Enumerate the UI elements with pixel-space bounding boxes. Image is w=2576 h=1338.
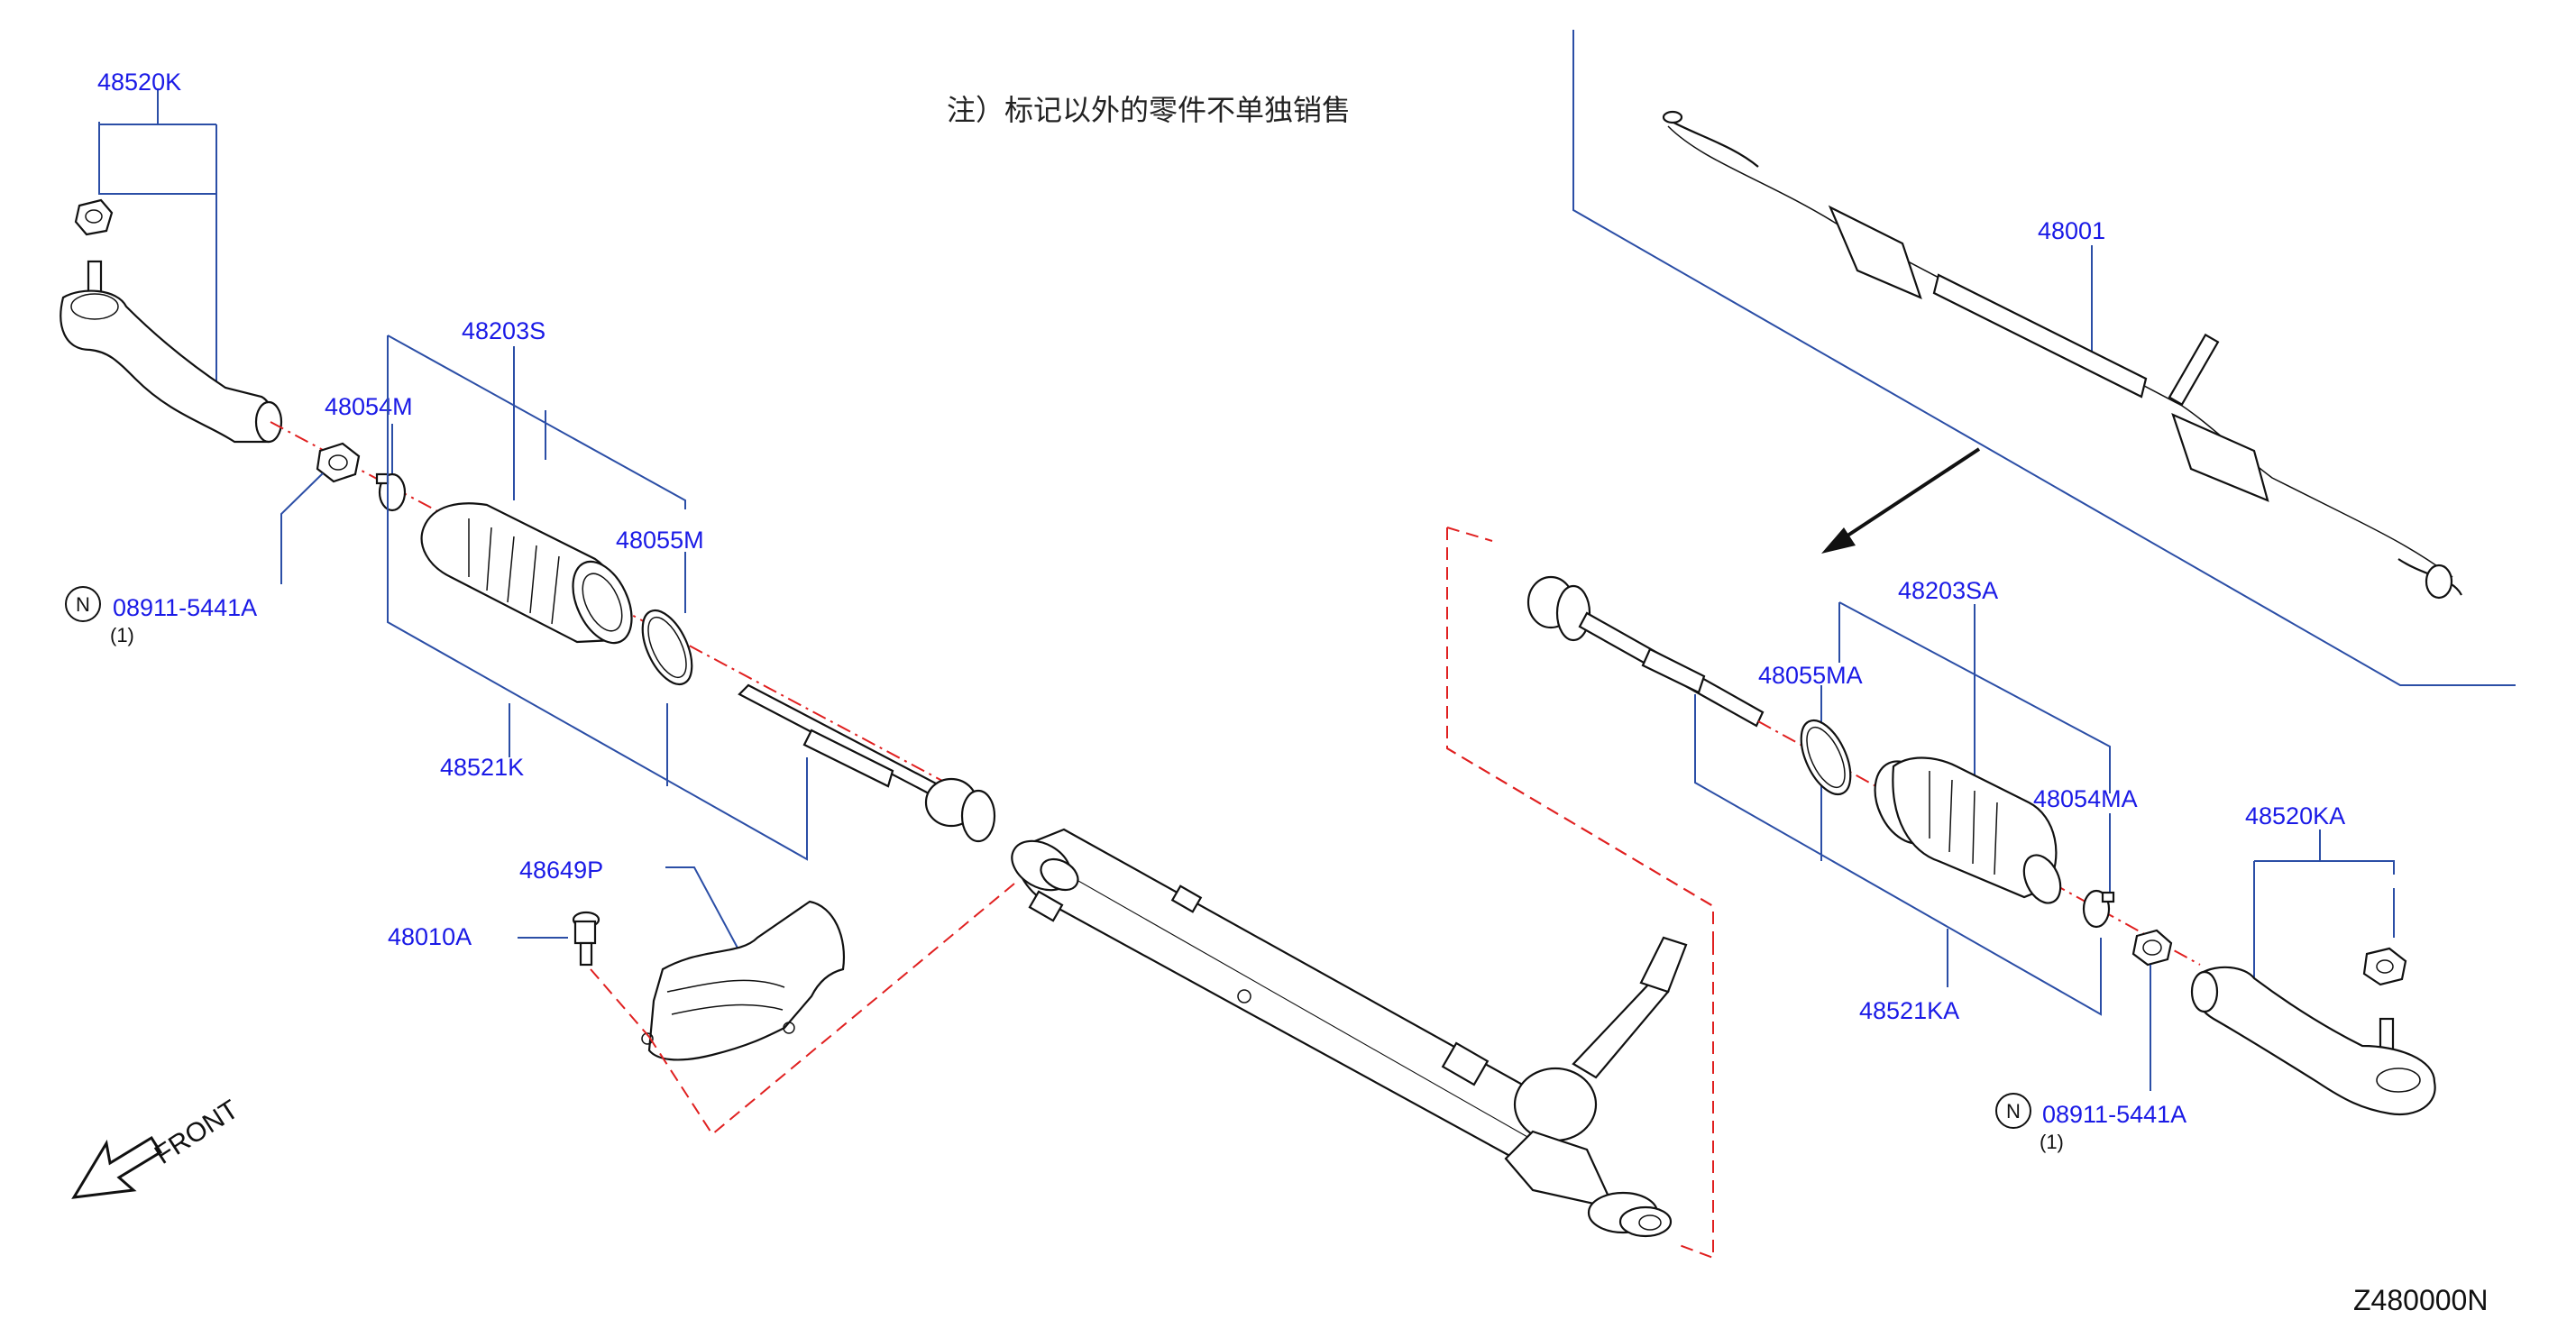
front-arrow-icon (71, 1135, 163, 1199)
lock-nut-right (2131, 929, 2173, 967)
insulator-group: 48649P (519, 857, 845, 1061)
part-label-48520K[interactable]: 48520K (97, 69, 181, 96)
nut-symbol-left-text: N (76, 593, 90, 616)
arrow-head-icon (1821, 527, 1856, 554)
part-label-08911-5441A-left[interactable]: 08911-5441A (113, 594, 257, 621)
nut-right-group: N 08911-5441A (1) (1995, 929, 2186, 1153)
large-clamp-left (641, 609, 693, 686)
small-clamp-left (375, 472, 407, 512)
nut-symbol-right-text: N (2006, 1100, 2021, 1123)
boot-clamp-inner-right-group: 48055MA (1758, 662, 1863, 796)
nut-left-group: N 08911-5441A (1) (65, 442, 361, 646)
part-label-48055MA[interactable]: 48055MA (1758, 662, 1863, 689)
lock-nut-left (316, 442, 361, 483)
boot-right (1874, 756, 2062, 904)
diagram-code: Z480000N (2353, 1284, 2488, 1316)
qty-label-right: (1) (2040, 1131, 2064, 1153)
boot-clamp-outer-right-group: 48054MA (2033, 785, 2138, 929)
part-label-48520KA[interactable]: 48520KA (2245, 802, 2345, 829)
part-label-48649P[interactable]: 48649P (519, 857, 603, 884)
boot-clamp-inner-left-group: 48055M (616, 527, 704, 686)
tie-rod-end-left (60, 289, 276, 444)
boot-left (420, 502, 633, 645)
mounting-bolt (572, 911, 600, 967)
assembly-arrow (1821, 447, 1981, 554)
note-text: 注）标记以外的零件不单独销售 (947, 93, 1351, 127)
part-label-08911-5441A-right[interactable]: 08911-5441A (2042, 1101, 2186, 1128)
qty-label-left: (1) (110, 624, 134, 646)
tie-rod-end-right-group: 48520KA (2190, 802, 2436, 1116)
gear-assembly-overview: 48001 (1572, 30, 2516, 686)
tie-rod-end-left-group: 48520K (60, 69, 283, 444)
part-label-48521KA[interactable]: 48521KA (1859, 997, 1959, 1024)
part-label-48054MA[interactable]: 48054MA (2033, 785, 2138, 812)
tie-rod-end-right (2193, 966, 2436, 1116)
bolt-group: 48010A (388, 911, 650, 1038)
front-label: FRONT (150, 1095, 244, 1170)
part-label-48055M[interactable]: 48055M (616, 527, 704, 554)
small-clamp-right (2082, 889, 2115, 929)
inner-socket-rod-left (738, 683, 996, 843)
part-label-48203SA[interactable]: 48203SA (1898, 577, 1998, 604)
gear-housing (1011, 828, 1688, 1238)
large-clamp-right (1800, 719, 1852, 796)
boot-clamp-outer-left-group: 48054M (325, 393, 413, 512)
part-label-48203S[interactable]: 48203S (462, 317, 545, 344)
nut-symbol-right (1995, 1093, 2031, 1129)
inner-socket-right-group: 48203SA 48521KA (1694, 577, 2111, 1024)
part-label-48054M[interactable]: 48054M (325, 393, 413, 420)
part-label-48010A[interactable]: 48010A (388, 923, 472, 950)
part-label-48001[interactable]: 48001 (2038, 217, 2105, 244)
front-direction-arrow: FRONT (71, 1095, 244, 1199)
tie-rod-nut-right (2362, 947, 2407, 986)
nut-symbol-left (65, 586, 101, 622)
part-label-48521K[interactable]: 48521K (440, 754, 524, 781)
tie-rod-nut-left (74, 198, 114, 236)
inner-socket-left-group: 48203S 48521K (387, 317, 808, 861)
inner-socket-rod-right (1526, 575, 1765, 728)
